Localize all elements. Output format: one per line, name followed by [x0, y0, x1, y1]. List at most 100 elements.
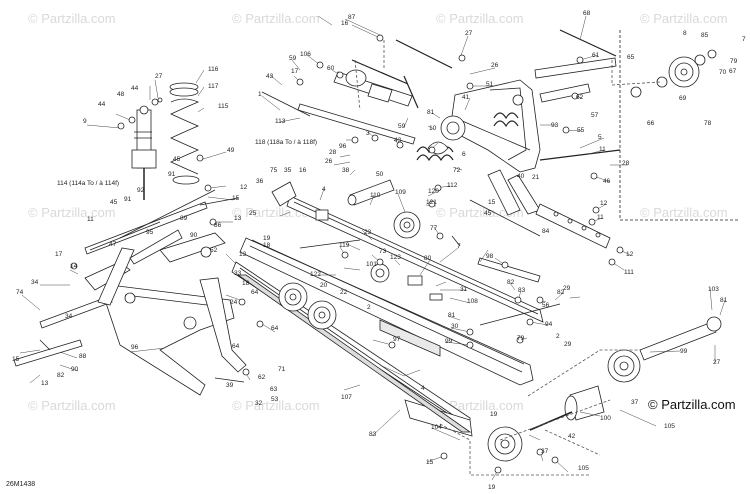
- callout-25: 25: [249, 210, 257, 217]
- callout-68: 68: [583, 10, 591, 17]
- callout-89: 89: [180, 215, 188, 222]
- callout-2b: 2: [556, 333, 560, 340]
- callout-13b: 13: [41, 380, 49, 387]
- callout-13: 13: [234, 215, 242, 222]
- callout-56: 56: [542, 302, 550, 309]
- callout-19c: 19: [488, 484, 496, 491]
- tie-rods: [395, 29, 621, 161]
- callout-4: 4: [322, 186, 326, 193]
- watermark: © Partzilla.com: [28, 205, 116, 220]
- callout-41: 41: [462, 94, 470, 101]
- callout-64c: 64: [232, 343, 240, 350]
- callout-62b: 62: [258, 374, 266, 381]
- callout-28: 28: [622, 160, 630, 167]
- callout-109: 109: [395, 189, 406, 196]
- callout-17: 17: [291, 68, 299, 75]
- callout-67: 67: [729, 68, 737, 75]
- callout-7b: 7: [457, 243, 461, 250]
- rear-axle-assembly: [487, 316, 722, 462]
- callout-34b: 34: [65, 313, 73, 320]
- callout-30: 30: [451, 323, 459, 330]
- callout-15d: 15: [426, 459, 434, 466]
- callout-27c: 27: [713, 359, 721, 366]
- callout-119: 119: [339, 242, 350, 249]
- callout-1: 1: [258, 91, 262, 98]
- callout-44: 44: [98, 101, 106, 108]
- callout-99b: 99: [680, 348, 688, 355]
- callout-80: 80: [424, 255, 432, 262]
- callout-95: 95: [146, 229, 154, 236]
- callout-19b: 19: [490, 411, 498, 418]
- callout-120: 120: [428, 188, 439, 195]
- callout-105b: 105: [578, 465, 589, 472]
- watermark: © Partzilla.com: [232, 398, 320, 413]
- watermark: © Partzilla.com: [28, 11, 116, 26]
- runner-strip: [236, 274, 472, 433]
- callout-114: 114 (114a To / à 114f): [57, 180, 120, 187]
- callout-60: 60: [327, 65, 335, 72]
- callout-123: 123: [390, 254, 401, 261]
- callout-63: 63: [270, 386, 278, 393]
- callout-86: 86: [214, 222, 222, 229]
- callout-79b: 79: [517, 335, 525, 342]
- callout-15: 15: [232, 195, 240, 202]
- upper-link-bar: [261, 91, 416, 145]
- callout-55: 55: [577, 127, 585, 134]
- callout-71: 71: [278, 366, 286, 373]
- callout-29b: 29: [564, 341, 572, 348]
- callout-42: 42: [568, 433, 576, 440]
- callout-59b: 59: [398, 123, 406, 130]
- callout-27b: 27: [155, 73, 163, 80]
- callout-15b: 15: [12, 356, 20, 363]
- callout-113: 113: [275, 118, 286, 125]
- fastener-markers: [117, 34, 624, 474]
- callout-64: 64: [251, 289, 259, 296]
- callout-32: 32: [255, 400, 263, 407]
- callout-13c: 13: [239, 251, 247, 258]
- callout-104: 104: [431, 424, 442, 431]
- callout-92: 92: [137, 187, 145, 194]
- callout-103: 103: [708, 286, 719, 293]
- callout-82b: 82: [507, 279, 515, 286]
- callout-61: 61: [592, 52, 600, 59]
- callout-81b: 81: [448, 312, 456, 319]
- callout-115: 115: [218, 103, 229, 110]
- callout-3: 3: [366, 130, 370, 137]
- callout-51: 51: [486, 81, 494, 88]
- callout-121: 121: [426, 199, 437, 206]
- watermark: © Partzilla.com: [436, 11, 524, 26]
- callout-52: 52: [210, 247, 218, 254]
- watermark: © Partzilla.com: [436, 398, 524, 413]
- callout-4b: 4: [421, 385, 425, 392]
- callout-17b: 17: [55, 251, 63, 258]
- callout-34: 34: [31, 279, 39, 286]
- callout-70: 70: [719, 69, 727, 76]
- callout-64b: 64: [271, 325, 279, 332]
- callout-22: 22: [340, 289, 348, 296]
- callout-23: 23: [364, 229, 372, 236]
- callout-62: 62: [576, 94, 584, 101]
- diagram-code-label: 26M1438: [6, 481, 36, 488]
- callout-7: 7: [742, 36, 746, 43]
- callout-96b: 96: [339, 143, 347, 150]
- rear-shock: [333, 59, 419, 109]
- callout-57: 57: [591, 112, 599, 119]
- front-shock: [131, 105, 157, 200]
- spacer-cylinder: [347, 179, 395, 206]
- callout-93: 93: [551, 122, 559, 129]
- callout-59: 59: [289, 55, 297, 62]
- front-arm-assembly: [84, 232, 247, 396]
- callout-24: 24: [230, 299, 238, 306]
- pins-and-bolts: [13, 141, 561, 383]
- callout-50: 50: [376, 171, 384, 178]
- callout-18: 18: [263, 242, 271, 249]
- callout-122: 122: [310, 271, 321, 278]
- callout-14: 14: [70, 263, 78, 270]
- adjuster-bar: [535, 203, 611, 249]
- callout-78: 78: [704, 120, 712, 127]
- callout-105: 105: [664, 423, 675, 430]
- callout-12b: 12: [600, 200, 608, 207]
- callout-39: 39: [226, 382, 234, 389]
- callout-36: 36: [256, 178, 264, 185]
